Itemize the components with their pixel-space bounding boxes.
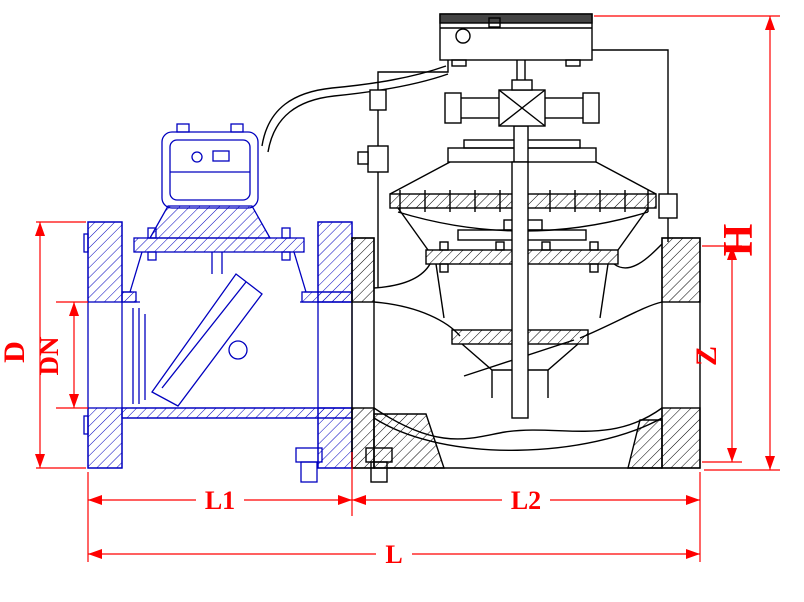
dimensions — [35, 15, 780, 567]
meter-drain-plug — [295, 447, 323, 483]
meter-measuring-cartridge — [132, 252, 263, 407]
pilot-valve-fitting — [444, 79, 600, 127]
label-bg-L1 — [196, 487, 244, 513]
valve-inlet-flange — [351, 237, 375, 469]
meter-inlet-flange — [83, 221, 123, 469]
pilot-piping-right — [592, 49, 678, 242]
dim-label-DN: DN — [34, 336, 64, 375]
sensing-tube — [261, 65, 449, 153]
meter-outlet-flange — [317, 221, 353, 469]
dim-label-L2: L2 — [511, 486, 541, 515]
dimension-H — [594, 15, 780, 471]
dim-label-H: H — [716, 224, 762, 257]
meter-bonnet — [148, 205, 272, 239]
dim-label-Z: Z — [690, 346, 723, 366]
valve-outlet-flange — [661, 237, 701, 469]
pilot-control-box — [439, 13, 593, 67]
dimension-DN — [56, 301, 88, 409]
label-bg-L — [376, 541, 412, 567]
dimension-Z — [702, 245, 742, 463]
meter-body-right-slant — [293, 251, 307, 293]
pilot-piping-left — [357, 60, 449, 288]
meter-top-flange — [133, 227, 305, 261]
dimension-D — [35, 221, 86, 469]
water-meter — [83, 123, 353, 483]
dim-label-D: D — [0, 341, 31, 363]
dim-label-L1: L1 — [205, 486, 235, 515]
label-bg-L2 — [502, 487, 550, 513]
valve-drain-plug — [365, 447, 393, 483]
dim-label-L: L — [385, 540, 402, 569]
meter-register — [161, 123, 259, 209]
meter-body-left-slant — [129, 251, 143, 293]
control-valve — [261, 13, 701, 483]
